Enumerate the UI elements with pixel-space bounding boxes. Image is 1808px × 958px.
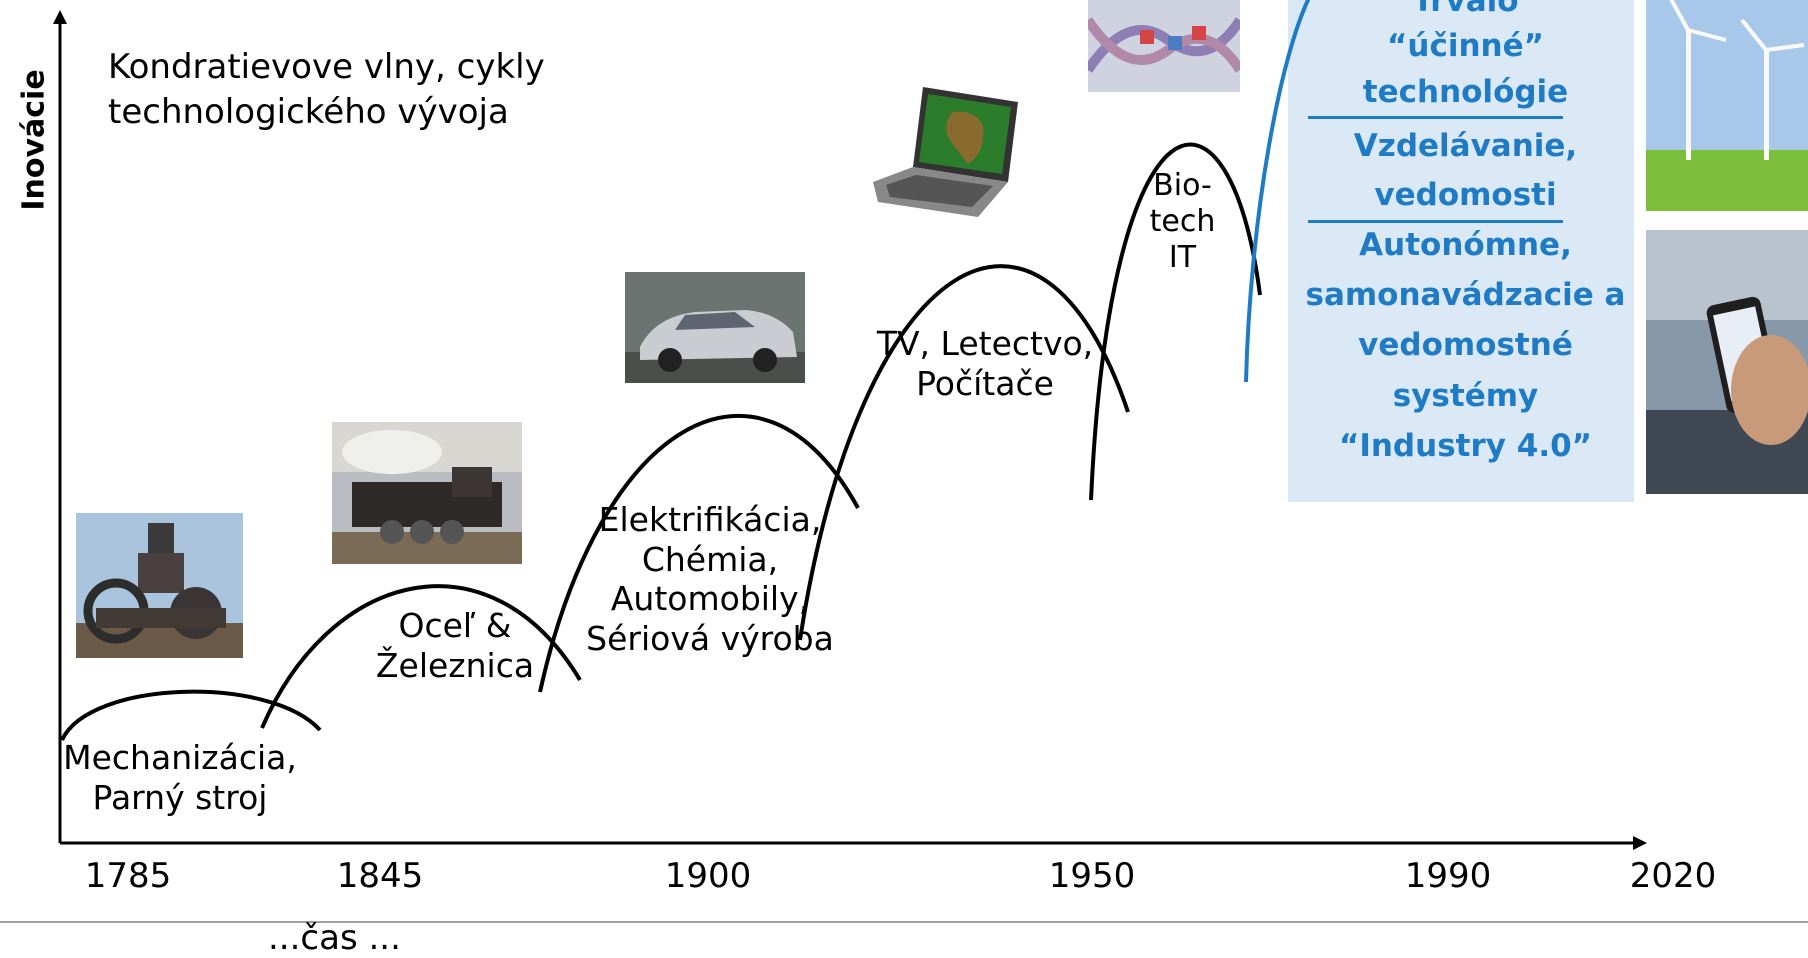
diagram-title: Kondratievove vlny, cykly technologickéh… [108,45,545,135]
future-divider [1308,116,1563,119]
wave-4-line: Počítače [916,363,1054,403]
future-line: technológie [1362,74,1569,110]
wave-4-curve [798,264,1130,641]
year-label: 1990 [1404,856,1492,896]
steam-engine-photo [76,513,243,658]
wave-4-label: TV, Letectvo, Počítače [860,324,1110,403]
wave-1-line: Parný stroj [92,777,268,817]
y-axis-arrow [53,10,67,24]
wave-1-curve [60,689,322,741]
year-label: 2020 [1629,856,1717,896]
future-line: systémy [1392,378,1539,414]
dna-photo [1088,0,1240,92]
laptop-photo [868,82,1030,222]
locomotive-photo [332,422,522,564]
wave-4-line: TV, Letectvo, [876,324,1094,363]
wave-5-line: IT [1168,240,1197,275]
car-photo [625,272,805,383]
wind-turbines-photo [1646,0,1808,211]
wave-3-line: Automobily, [610,579,810,619]
future-line: vedomostné [1358,327,1573,363]
wave-5-label: Bio- tech IT [1135,168,1230,276]
title-line-2: technologického vývoja [108,92,509,133]
future-line: “účinné” [1387,28,1544,64]
wave-5-curve [1089,142,1262,501]
future-divider [1308,220,1563,223]
future-line: samonavádzacie a [1305,277,1626,313]
wave-2-label: Oceľ & Železnica [335,606,575,685]
wave-6-curve [1244,0,1311,383]
wave-3-line: Sériová výroba [586,618,834,658]
wave-5-line: tech [1149,204,1216,239]
future-line: Autonómne, [1359,227,1572,263]
year-label: 1845 [336,856,424,896]
wave-3-line: Chémia, [641,539,779,579]
wave-2-curve [260,584,582,729]
year-label: 1950 [1048,856,1136,896]
wave-1-line: Mechanizácia, [63,738,297,777]
wave-3-label: Elektrifikácia, Chémia, Automobily, Séri… [560,500,860,658]
wave-5-line: Bio- [1153,168,1212,203]
year-label: 1900 [664,856,752,896]
year-label: 1785 [84,856,172,896]
future-line: Vzdelávanie, [1353,128,1578,164]
x-axis-arrow [1633,836,1647,850]
smartphone-photo [1646,230,1808,494]
wave-3-line: Elektrifikácia, [598,500,822,539]
title-line-1: Kondratievove vlny, cykly [108,47,545,87]
wave-2-line: Železnica [375,645,535,685]
future-line: Trvalo [1412,0,1519,19]
x-axis-label: ...čas ... [268,918,401,958]
y-axis-label: Inovácie [16,69,52,211]
wave-1-label: Mechanizácia, Parný stroj [40,738,320,817]
future-line: vedomosti [1374,177,1557,213]
future-wave-box [1288,0,1634,502]
wave-2-line: Oceľ & [398,606,512,645]
future-line: “Industry 4.0” [1338,428,1593,464]
wave-3-curve [538,413,860,693]
